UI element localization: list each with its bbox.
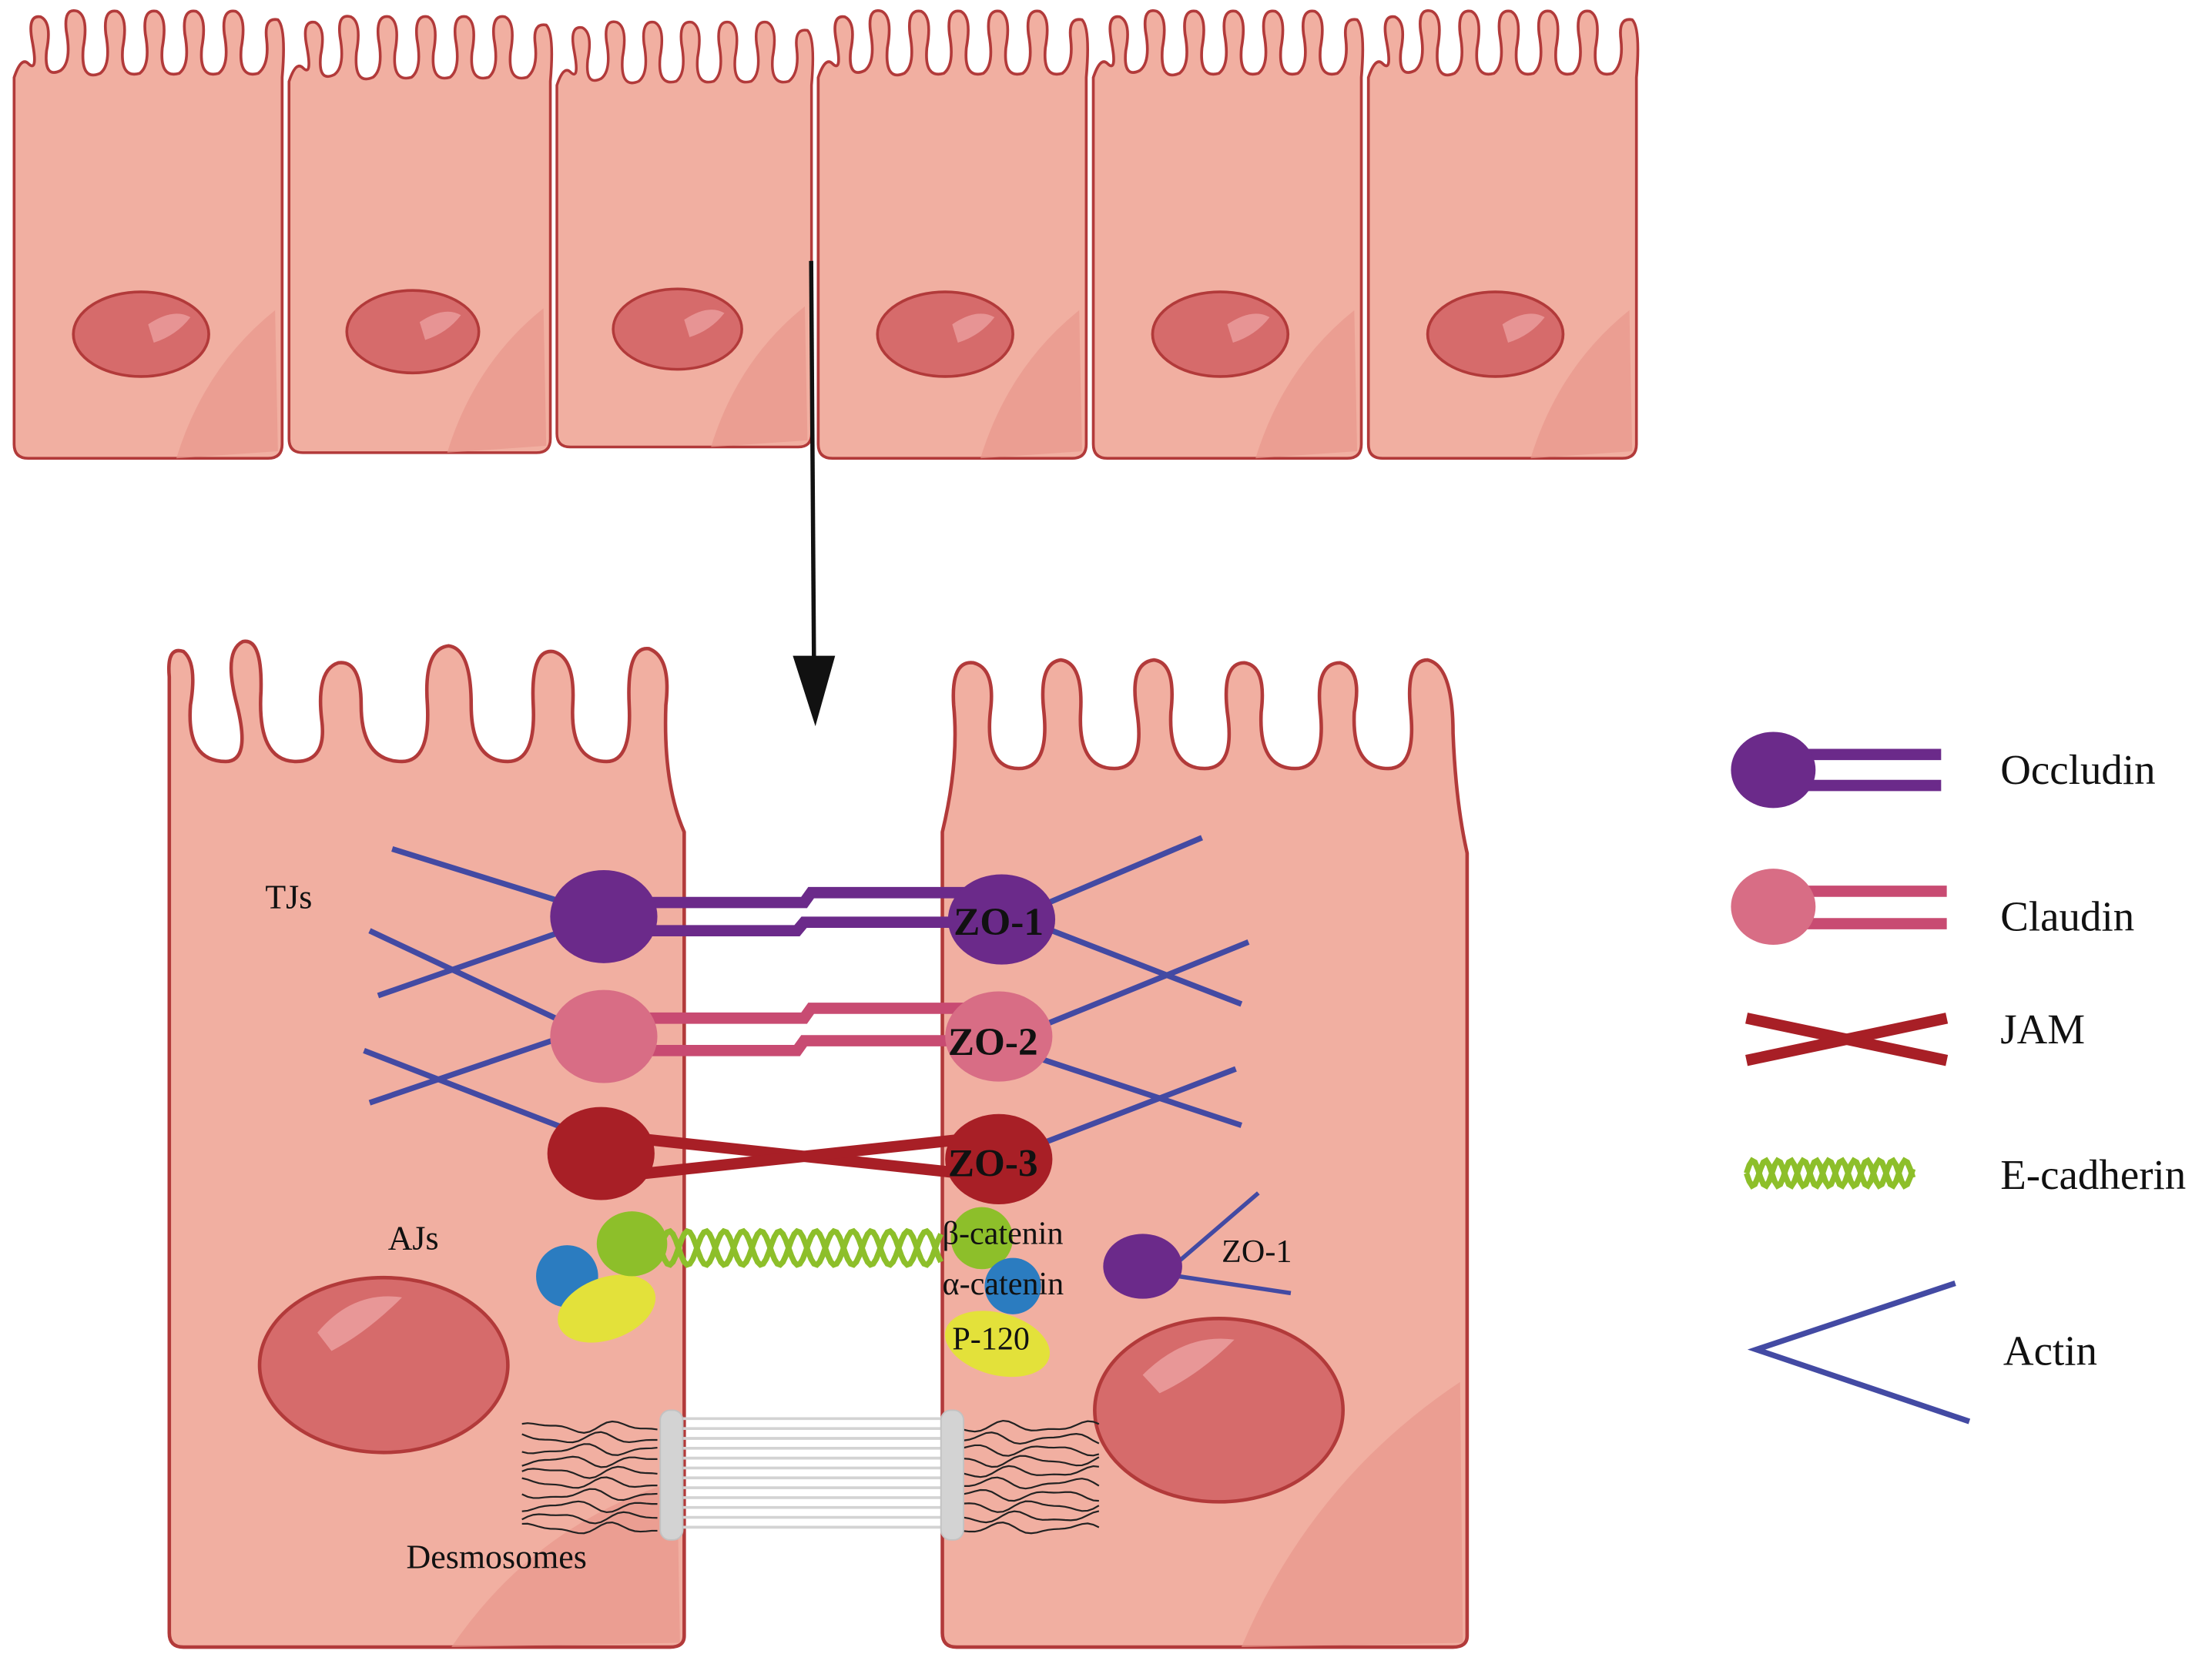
top-cell-6: [1366, 8, 1640, 460]
keratin-filament: [963, 1510, 1100, 1524]
actin-filaments-left: [363, 845, 566, 1131]
beta-catenin-label: β-catenin: [943, 1215, 1064, 1251]
top-cell-2: [287, 15, 554, 454]
keratin-filament: [521, 1500, 658, 1514]
zo1-right-label: ZO-1: [1222, 1234, 1292, 1270]
e-cadherin-icon: [1744, 1157, 1916, 1190]
keratin-filament: [521, 1488, 658, 1502]
keratin-filament: [963, 1431, 1100, 1445]
legend-label-jam: JAM: [2000, 1006, 2085, 1053]
legend: Occludin Claudin JAM E-cadherin: [1731, 732, 2186, 1425]
left-nucleus: [257, 1275, 510, 1455]
keratin-filament: [964, 1476, 1100, 1490]
legend-item-e-cadherin: E-cadherin: [1744, 1151, 2186, 1198]
left-cell: [166, 639, 686, 1649]
tjs-label: TJs: [265, 878, 312, 916]
legend-label-e-cadherin: E-cadherin: [2000, 1151, 2186, 1198]
jam-junction: [547, 1107, 1053, 1204]
zoom-arrow: [793, 260, 836, 727]
keratin-filament: [963, 1444, 1100, 1457]
top-cell-1: [12, 8, 285, 460]
actin-icon: [1747, 1281, 1971, 1425]
zo3-label: ZO-3: [948, 1141, 1038, 1185]
keratin-filament: [521, 1455, 658, 1468]
top-cell-row: [12, 8, 1640, 460]
top-cell-3: [555, 20, 815, 449]
occludin-icon: [1731, 732, 1942, 809]
keratin-filament: [521, 1511, 658, 1525]
desmosomes-label: Desmosomes: [407, 1538, 587, 1575]
right-cell: [940, 658, 1470, 1649]
legend-item-occludin: Occludin: [1731, 732, 2156, 809]
legend-item-claudin: Claudin: [1731, 869, 2134, 946]
zo1-occludin-right: [1103, 1191, 1292, 1299]
zo1-label: ZO-1: [954, 900, 1044, 944]
legend-label-claudin: Claudin: [2000, 893, 2134, 940]
desmosome: [521, 1409, 1100, 1541]
alpha-catenin-label: α-catenin: [943, 1266, 1064, 1302]
keratin-filament: [521, 1522, 658, 1535]
ajs-label: AJs: [388, 1220, 439, 1257]
top-cell-5: [1091, 8, 1365, 460]
legend-label-actin: Actin: [2003, 1328, 2097, 1374]
p120-label: P-120: [952, 1321, 1030, 1358]
keratin-filament: [963, 1522, 1100, 1535]
legend-item-jam: JAM: [1745, 1006, 2085, 1066]
keratin-filament: [963, 1488, 1099, 1502]
keratin-filament: [521, 1476, 658, 1489]
jam-icon: [1745, 1013, 1949, 1066]
occludin-junction: [550, 869, 1056, 965]
legend-item-actin: Actin: [1747, 1281, 2097, 1425]
legend-label-occludin: Occludin: [2000, 746, 2155, 793]
adherens-complex-left: [536, 1211, 668, 1343]
keratin-filament: [963, 1500, 1100, 1513]
keratin-filament: [521, 1443, 658, 1456]
keratin-filament: [963, 1455, 1100, 1468]
adherens-complex-right: [944, 1207, 1050, 1378]
zo2-label: ZO-2: [948, 1020, 1038, 1064]
keratin-filament: [521, 1420, 658, 1434]
keratin-filament: [963, 1465, 1099, 1478]
keratin-filament: [521, 1465, 658, 1479]
top-cell-4: [816, 8, 1090, 460]
claudin-junction: [550, 989, 1053, 1083]
claudin-icon: [1731, 869, 1947, 946]
keratin-filament: [963, 1419, 1100, 1433]
e-cadherin-strand: [638, 1227, 944, 1268]
keratin-filament: [521, 1431, 658, 1444]
